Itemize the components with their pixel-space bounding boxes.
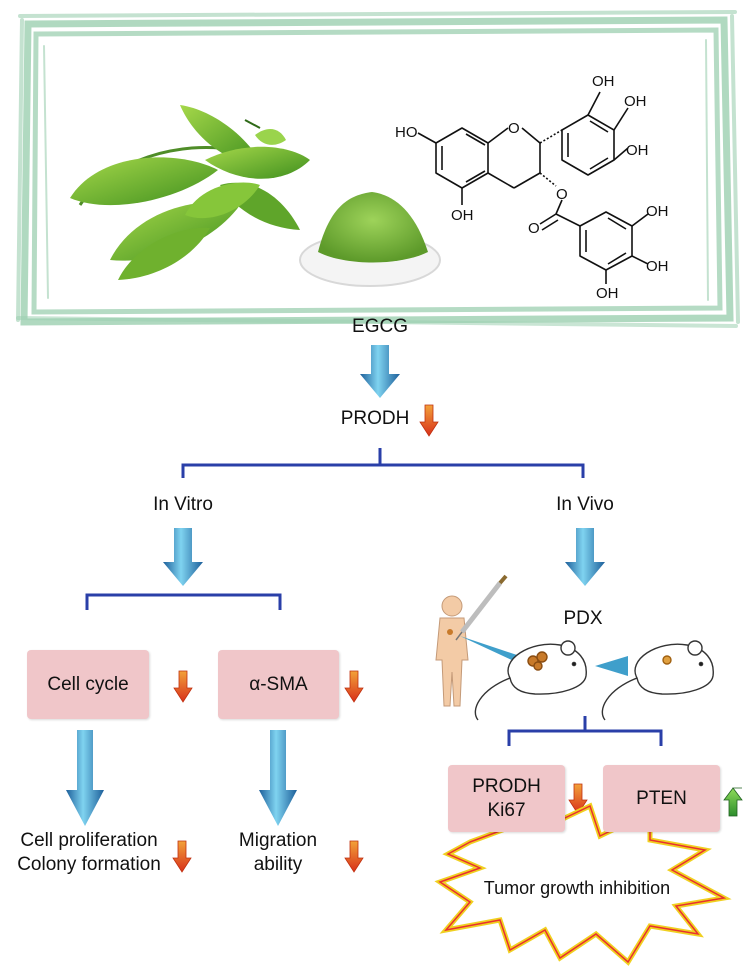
atom-label-ho: HO — [395, 124, 418, 141]
pten-box: PTEN — [603, 765, 720, 832]
branch-brackets — [85, 448, 663, 746]
atom-label-o: O — [508, 120, 520, 137]
arrow-down-red-icon — [344, 670, 364, 703]
arrow-egcg-to-prodh — [360, 345, 400, 398]
cell-cycle-label: Cell cycle — [47, 673, 129, 695]
mouse-icon — [474, 640, 587, 721]
pdx-label: PDX — [563, 608, 603, 629]
arrow-sma-down — [259, 730, 297, 826]
prodh-label: PRODH — [340, 408, 410, 429]
cell-cycle-box: Cell cycle — [27, 650, 149, 719]
alpha-sma-label: α-SMA — [249, 673, 308, 695]
arrow-up-green-icon — [723, 787, 743, 817]
outcome-cell-proliferation: Cell proliferation Colony formation — [8, 829, 170, 877]
egcg-atom-labels: OH OH OH HO OH O O O OH OH OH — [395, 73, 669, 302]
atom-label-oh: OH — [596, 285, 619, 302]
cell-proliferation-label: Cell proliferation — [20, 830, 158, 851]
ki67-box-label: Ki67 — [487, 799, 526, 821]
ability-label: ability — [253, 854, 303, 875]
in-vitro-label: In Vitro — [153, 494, 213, 515]
arrow-in-vivo-down — [565, 528, 605, 586]
atom-label-o: O — [528, 220, 540, 237]
alpha-sma-box: α-SMA — [218, 650, 339, 719]
migration-label: Migration — [238, 830, 318, 851]
tumor-growth-inhibition-label: Tumor growth inhibition — [483, 878, 671, 898]
arrow-down-red-icon — [172, 840, 192, 873]
atom-label-o: O — [556, 186, 568, 203]
bracket-main — [181, 463, 585, 478]
in-vivo-label: In Vivo — [556, 494, 614, 515]
tumor-inhibition-burst — [434, 784, 732, 966]
arrow-cell-cycle-down — [66, 730, 104, 826]
prodh-box-label: PRODH — [472, 775, 541, 797]
egcg-label: EGCG — [352, 316, 408, 337]
tea-leaves-image — [70, 105, 310, 280]
flow-arrows — [66, 345, 605, 826]
transfer-arrows — [460, 636, 628, 676]
colony-formation-label: Colony formation — [17, 854, 161, 875]
egcg-structure — [417, 91, 649, 284]
arrow-down-red-icon — [344, 840, 364, 873]
atom-label-oh: OH — [646, 203, 669, 220]
down-regulation-arrows — [172, 404, 588, 873]
pten-label: PTEN — [636, 787, 687, 809]
atom-label-oh: OH — [451, 207, 474, 224]
outcome-migration: Migration ability — [228, 829, 328, 877]
atom-label-oh: OH — [592, 73, 615, 90]
syringe-icon — [455, 574, 508, 641]
mouse-icon — [601, 640, 714, 721]
atom-label-oh: OH — [626, 142, 649, 159]
human-figure-icon — [435, 595, 469, 707]
bracket-in-vivo — [507, 729, 663, 746]
arrow-in-vitro-down — [163, 528, 203, 586]
prodh-ki67-box: PRODH Ki67 — [448, 765, 565, 832]
arrow-down-red-icon — [173, 670, 193, 703]
painted-frame — [16, 10, 740, 328]
matcha-powder-image — [299, 192, 441, 287]
bracket-in-vitro — [85, 593, 282, 610]
atom-label-oh: OH — [624, 93, 647, 110]
arrow-down-red-icon — [419, 404, 439, 437]
atom-label-oh: OH — [646, 258, 669, 275]
